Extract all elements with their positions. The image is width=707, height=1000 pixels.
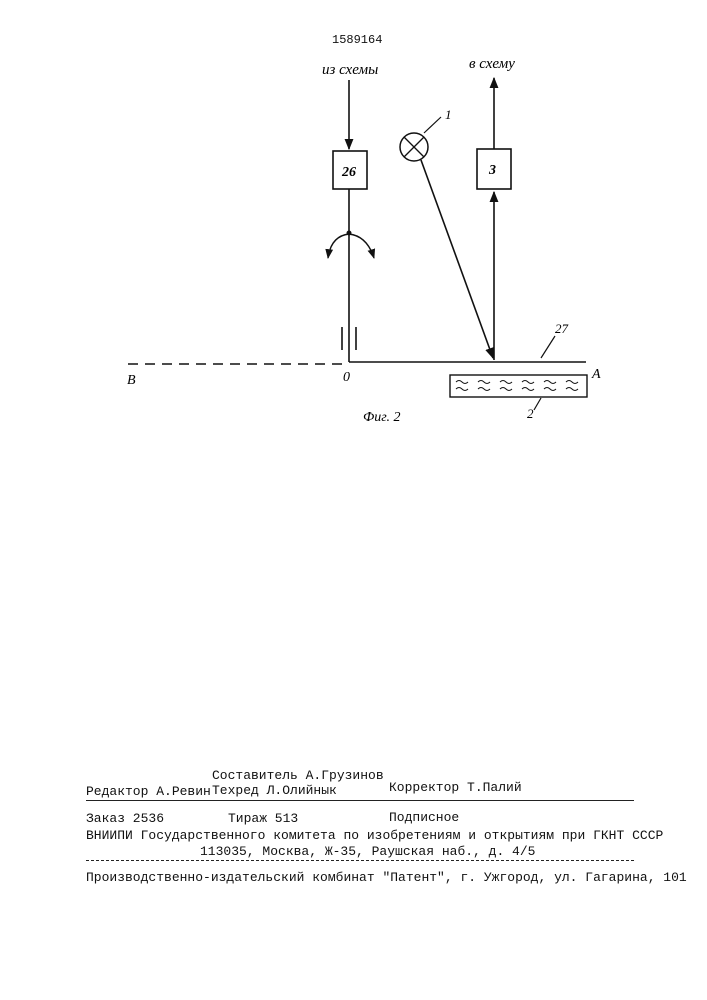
figure-2-drawing: из схемы 26 B 0 A 27 2 1 3 в схему [0, 0, 707, 460]
rotation-arrow [328, 234, 374, 258]
separator-bottom [86, 860, 634, 861]
leader-1 [424, 117, 441, 133]
element-2 [450, 375, 587, 397]
point-o-label: 0 [343, 370, 350, 385]
block-3-label: 3 [488, 163, 496, 178]
publisher-line: Производственно-издательский комбинат "П… [86, 870, 687, 886]
point-a-label: A [591, 367, 601, 382]
subscription-line: Подписное [389, 810, 459, 826]
ref-1-label: 1 [445, 107, 452, 122]
circulation-line: Тираж 513 [228, 811, 298, 827]
order-line: Заказ 2536 [86, 811, 164, 827]
ref-27-label: 27 [555, 321, 569, 336]
separator-top [86, 800, 634, 801]
ref-2-label: 2 [527, 406, 534, 421]
leader-27 [541, 336, 555, 358]
compiler-line: Составитель А.Грузинов [212, 768, 384, 784]
techred-line: Техред Л.Олийнык [212, 783, 337, 799]
point-b-label: B [127, 373, 136, 388]
institute-line: ВНИИПИ Государственного комитета по изоб… [86, 828, 663, 844]
leader-2 [534, 398, 541, 410]
editor-line: Редактор А.Ревин [86, 784, 211, 800]
label-from-circuit: из схемы [322, 62, 378, 78]
address-line: 113035, Москва, Ж-35, Раушская наб., д. … [200, 844, 535, 860]
label-to-circuit: в схему [469, 56, 515, 72]
corrector-line: Корректор Т.Палий [389, 780, 522, 796]
figure-caption: Фиг. 2 [363, 410, 401, 425]
block-26-label: 26 [341, 165, 356, 180]
